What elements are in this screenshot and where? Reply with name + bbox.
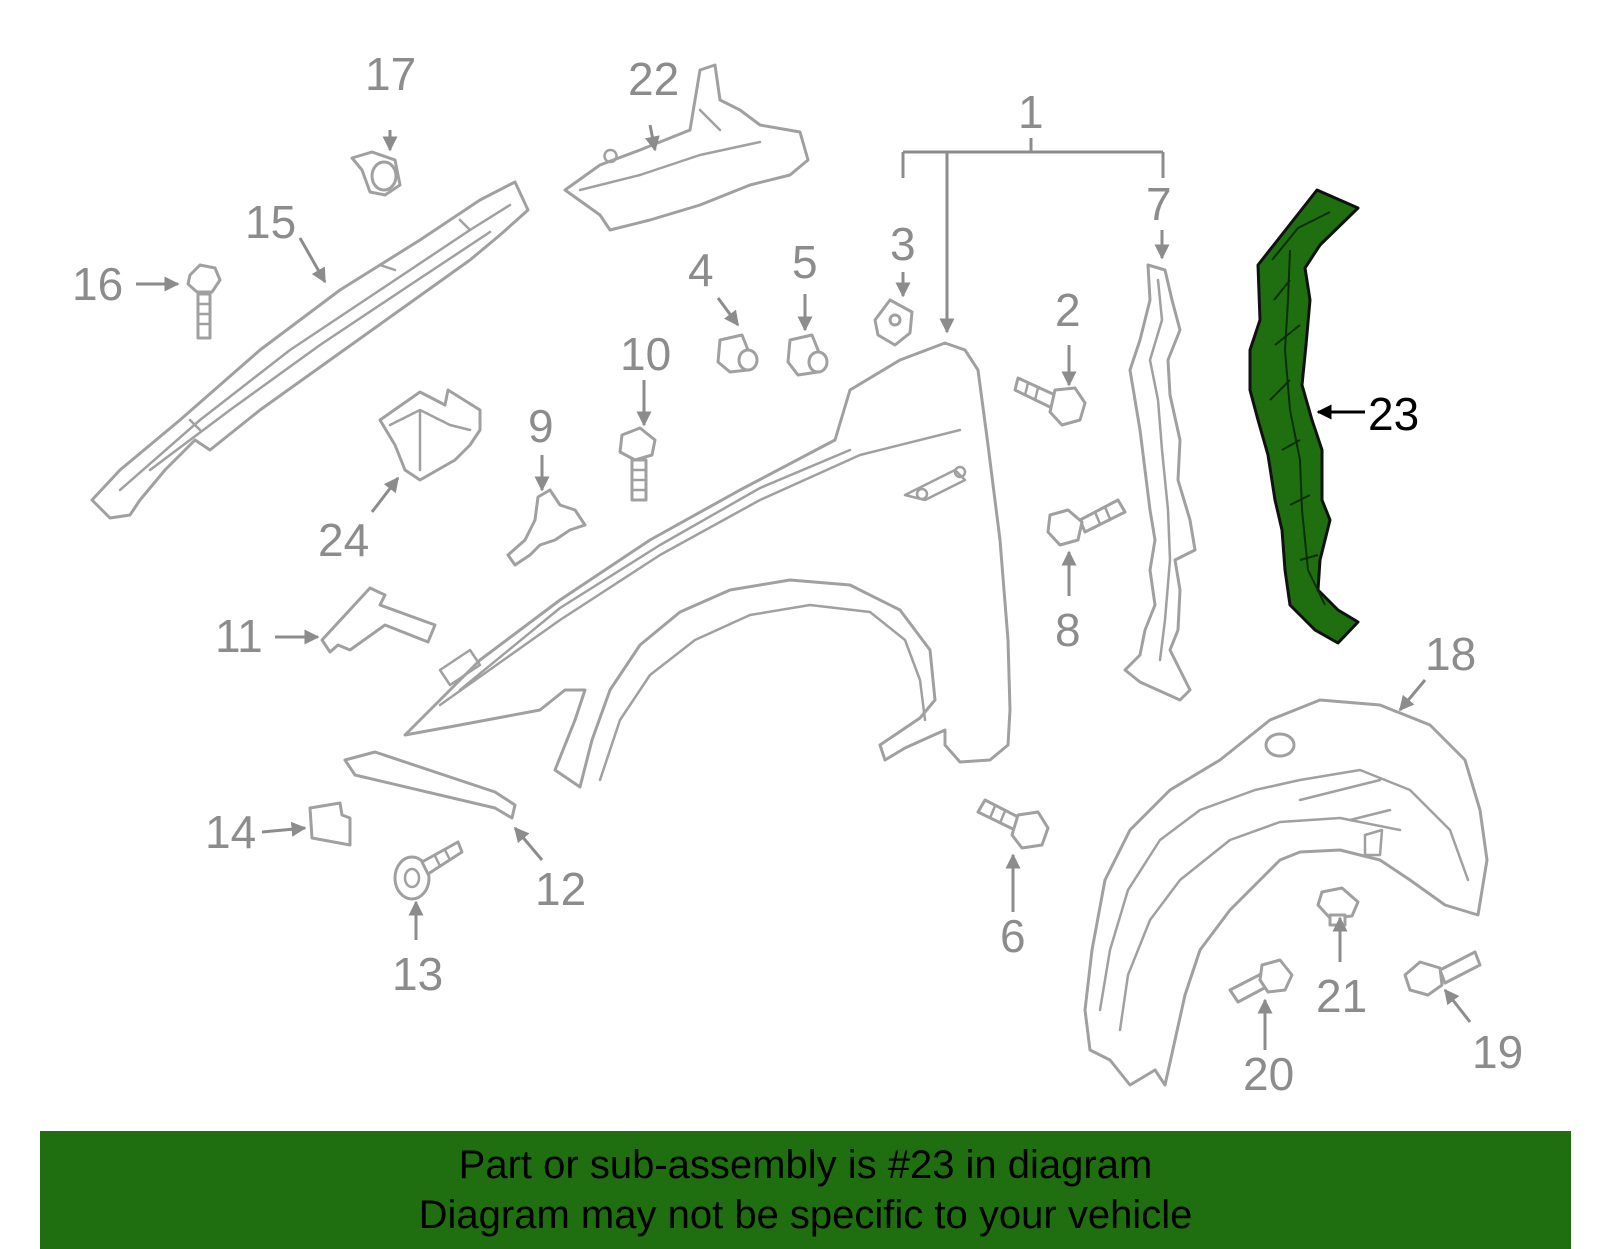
banner-line-2: Diagram may not be specific to your vehi…	[418, 1193, 1193, 1237]
callout-22: 22	[628, 53, 679, 105]
part-12-strip	[343, 750, 517, 820]
callout-3: 3	[890, 218, 916, 270]
part-20-fastener	[1228, 958, 1294, 1004]
part-24-brace	[378, 388, 482, 482]
part-18-wheel-liner	[1083, 698, 1489, 1087]
callout-17: 17	[365, 48, 416, 100]
callout-18: 18	[1425, 628, 1476, 680]
callout-21: 21	[1316, 970, 1367, 1022]
part-23-highlighted	[1248, 188, 1360, 645]
part-10-bolt	[618, 426, 657, 502]
part-14-clip	[308, 801, 352, 847]
callout-15: 15	[245, 196, 296, 248]
callout-labels: 1 2 3 4 5 6 7 8 9 10 11 12 13 14 15 16 1…	[72, 48, 1523, 1100]
callout-8: 8	[1055, 604, 1081, 656]
callout-24: 24	[318, 514, 369, 566]
callout-7: 7	[1146, 178, 1172, 230]
callout-9: 9	[528, 400, 554, 452]
leader-lines	[136, 124, 1472, 1050]
part-4-nut	[716, 333, 759, 374]
part-5-nut	[786, 333, 829, 377]
callout-6: 6	[1000, 910, 1026, 962]
callout-4: 4	[688, 244, 714, 296]
part-7-seal	[1123, 263, 1197, 702]
part-9-clip	[506, 488, 587, 567]
part-13-bolt	[393, 840, 464, 901]
callout-14: 14	[205, 806, 256, 858]
part-3-clip	[873, 298, 914, 347]
callout-13: 13	[392, 948, 443, 1000]
callout-2: 2	[1055, 284, 1081, 336]
info-banner: Part or sub-assembly is #23 in diagram D…	[40, 1131, 1571, 1249]
callout-1: 1	[1018, 86, 1044, 138]
banner-line-1: Part or sub-assembly is #23 in diagram	[458, 1143, 1153, 1187]
part-17-push-pin	[350, 150, 402, 197]
callout-20: 20	[1243, 1048, 1294, 1100]
callout-23: 23	[1368, 388, 1419, 440]
part-11-bracket	[320, 586, 437, 654]
part-1-fender	[403, 341, 1012, 789]
part-8-bolt	[1046, 498, 1127, 547]
callout-16: 16	[72, 258, 123, 310]
callout-5: 5	[792, 236, 818, 288]
callout-10: 10	[620, 328, 671, 380]
part-2-bolt	[1013, 376, 1087, 427]
part-16-bolt	[186, 263, 222, 340]
callout-19: 19	[1472, 1026, 1523, 1078]
part-21-plug	[1316, 886, 1360, 927]
part-19-fastener	[1403, 950, 1482, 997]
callout-12: 12	[535, 863, 586, 915]
callout-11: 11	[215, 610, 263, 662]
part-22-bracket	[563, 63, 810, 232]
part-15-fender-rail	[90, 180, 530, 520]
part-6-bolt	[976, 798, 1050, 850]
